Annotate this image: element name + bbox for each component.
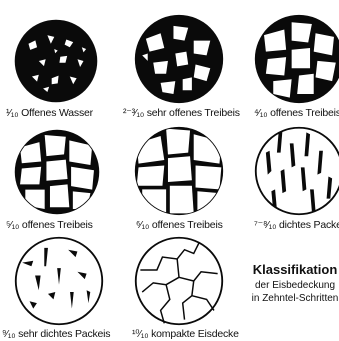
label-4-tenth: ⁴⁄₁₀ offenes Treibeis (254, 107, 339, 119)
disk-1-tenth (13, 18, 99, 104)
caption-title: Klassifikation (240, 262, 339, 277)
label-9-tenth: ⁹⁄₁₀ sehr dichtes Packeis (2, 328, 110, 340)
label-2-3-tenth: ²⁻³⁄₁₀ sehr offenes Treibeis (123, 107, 240, 119)
disk-9-tenth (13, 235, 105, 327)
disk-4-tenth (253, 13, 339, 105)
caption-line-1: der Eisbedeckung (240, 279, 339, 292)
label-1-tenth: ¹⁄₁₀ Offenes Wasser (6, 107, 93, 119)
label-10-tenth: ¹⁰⁄₁₀ kompakte Eisdecke (132, 328, 239, 340)
disk-2-3-tenth (133, 13, 225, 105)
label-7-8-tenth: ⁷⁻⁸⁄₁₀ dichtes Packeis (254, 219, 339, 231)
disk-7-8-tenth (253, 125, 339, 217)
caption-line-2: in Zehntel-Schritten (240, 292, 339, 305)
label-6-tenth: ⁶⁄₁₀ offenes Treibeis (136, 219, 223, 231)
classification-caption: Klassifikation der Eisbedeckung in Zehnt… (240, 262, 339, 305)
label-5-tenth: ⁵⁄₁₀ offenes Treibeis (6, 219, 93, 231)
disk-6-tenth (133, 125, 225, 217)
disk-10-tenth (133, 235, 225, 327)
disk-5-tenth (13, 128, 101, 216)
